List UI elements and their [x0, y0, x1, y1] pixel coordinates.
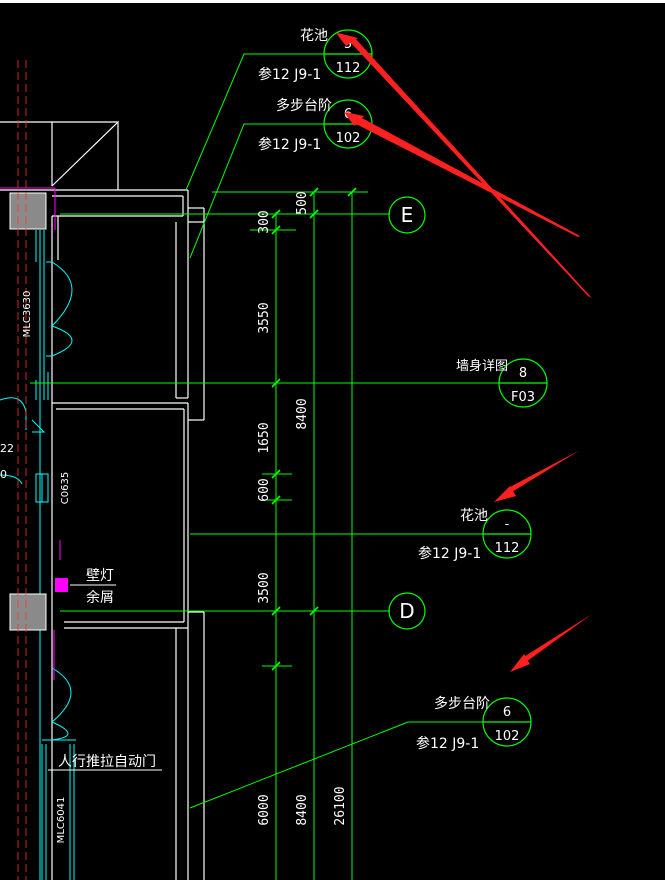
callout-2-title: 多步台阶: [276, 97, 332, 114]
callout-3-title: 墙身详图: [456, 358, 508, 374]
dim-8400-upper: 8400: [295, 398, 310, 429]
openings: [0, 230, 76, 880]
callout-4-page: 112: [495, 541, 520, 556]
code-mlc6041: MLC6041: [56, 797, 67, 844]
callout-1-page: 112: [336, 61, 361, 76]
callout-2-page: 102: [336, 131, 361, 146]
top-border: [0, 0, 665, 3]
dim-3500: 3500: [257, 572, 272, 603]
pink-elements: [0, 187, 68, 680]
callout-4-ref: 参12 J9-1: [418, 545, 481, 562]
grid-bubble-e: [388, 196, 426, 234]
code-c0635: C0635: [60, 472, 71, 504]
red-arrow-3: [508, 450, 580, 492]
edge-fragment-22: 22: [0, 442, 14, 455]
dim-26100: 26100: [333, 786, 348, 825]
dimension-lines: [30, 53, 500, 880]
dim-600: 600: [257, 478, 272, 501]
axis-lines: [17, 60, 27, 880]
callout-5-ref: 参12 J9-1: [416, 735, 479, 752]
callout-5-page: 102: [495, 729, 520, 744]
label-wall-lamp: 壁灯: [86, 568, 114, 584]
callout-4-title: 花池: [460, 508, 488, 524]
red-arrow-1: [338, 33, 592, 298]
callout-5-title: 多步台阶: [434, 695, 490, 712]
dimension-ticks: [271, 187, 357, 671]
grid-label-d: D: [399, 599, 414, 623]
dim-6000: 6000: [257, 794, 272, 825]
callout-3-page: F03: [511, 390, 535, 405]
callout-1-title: 花池: [300, 28, 328, 44]
callout-3-num: 8: [519, 366, 527, 381]
dim-8400-lower: 8400: [295, 794, 310, 825]
callout-circles: [323, 29, 548, 747]
label-residue: 余屑: [86, 589, 114, 606]
callout-4-num: -: [505, 517, 510, 532]
red-arrow-4: [522, 614, 592, 662]
columns: [9, 192, 47, 631]
wall-lines: [0, 120, 205, 880]
callout-1-ref: 参12 J9-1: [258, 66, 321, 83]
grid-label-e: E: [401, 203, 414, 227]
grid-bubble-d: [388, 592, 426, 630]
label-auto-door: 人行推拉自动门: [58, 754, 156, 770]
callout-2-ref: 参12 J9-1: [258, 136, 321, 153]
dim-3550: 3550: [257, 302, 272, 333]
dim-500: 500: [295, 191, 310, 214]
code-mlc3630: MLC3630: [22, 291, 33, 338]
red-arrow-2: [348, 112, 580, 237]
markup-arrows: [336, 33, 592, 672]
dim-300: 300: [257, 210, 272, 233]
dim-1650: 1650: [257, 422, 272, 453]
edge-fragment-0: 0: [0, 468, 7, 481]
callout-5-num: 6: [503, 705, 511, 720]
